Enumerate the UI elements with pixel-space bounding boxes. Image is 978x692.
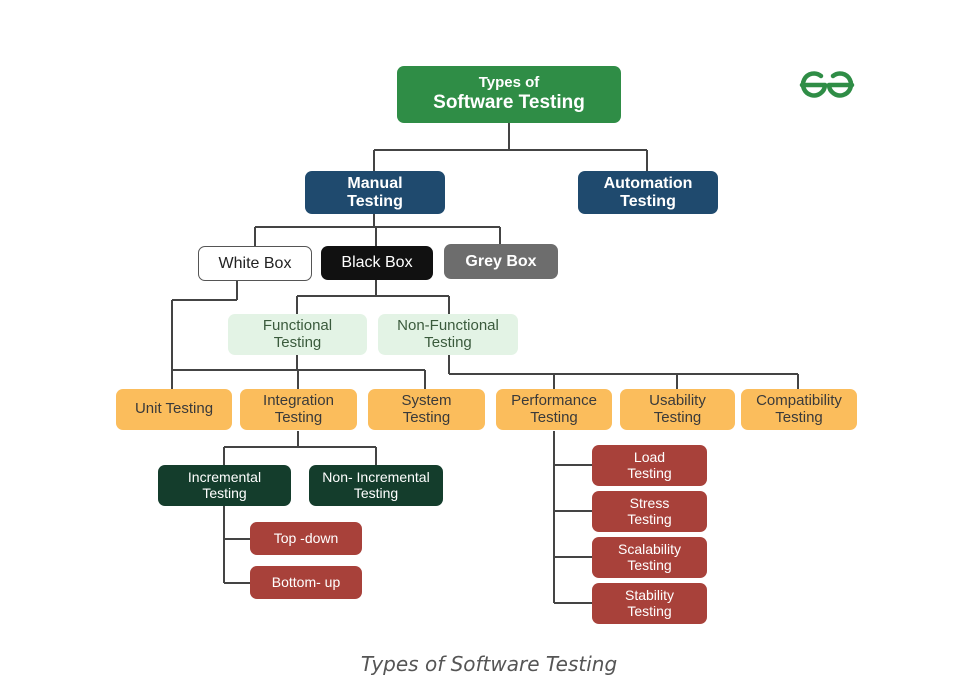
node-functional-testing: Functional Testing: [228, 314, 367, 355]
node-system-testing: System Testing: [368, 389, 485, 430]
node-top-down: Top -down: [250, 522, 362, 555]
root-line-2: Software Testing: [433, 92, 585, 114]
node-manual-testing: Manual Testing: [305, 171, 445, 214]
node-integration-testing: Integration Testing: [240, 389, 357, 430]
node-load-testing: Load Testing: [592, 445, 707, 486]
node-usability-testing: Usability Testing: [620, 389, 735, 430]
node-incremental-testing: Incremental Testing: [158, 465, 291, 506]
node-bottom-up: Bottom- up: [250, 566, 362, 599]
figure-caption: Types of Software Testing: [360, 652, 618, 676]
node-non-incremental-testing: Non- Incremental Testing: [309, 465, 443, 506]
node-performance-testing: Performance Testing: [496, 389, 612, 430]
node-scalability-testing: Scalability Testing: [592, 537, 707, 578]
node-types-of-software-testing: Types of Software Testing: [397, 66, 621, 123]
node-automation-testing: Automation Testing: [578, 171, 718, 214]
node-stability-testing: Stability Testing: [592, 583, 707, 624]
node-stress-testing: Stress Testing: [592, 491, 707, 532]
node-compatibility-testing: Compatibility Testing: [741, 389, 857, 430]
node-non-functional-testing: Non-Functional Testing: [378, 314, 518, 355]
node-grey-box: Grey Box: [444, 244, 558, 279]
node-unit-testing: Unit Testing: [116, 389, 232, 430]
node-black-box: Black Box: [321, 246, 433, 280]
root-line-1: Types of: [478, 74, 540, 92]
gfg-logo-icon: [799, 71, 855, 98]
node-white-box: White Box: [198, 246, 312, 281]
